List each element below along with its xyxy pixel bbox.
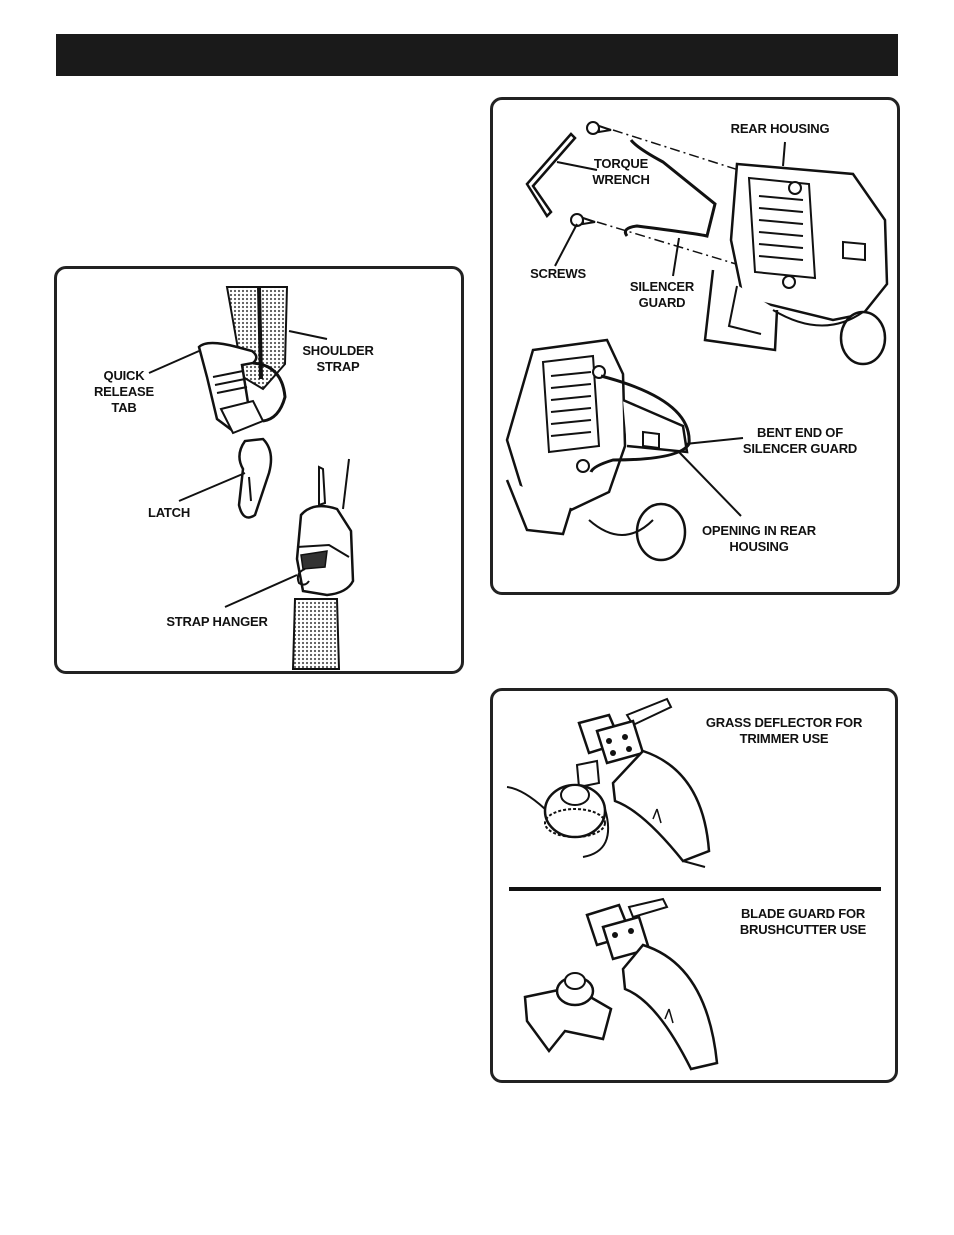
silencer-guard-label: SILENCER GUARD (629, 279, 695, 310)
opening-label: OPENING IN REAR HOUSING (701, 523, 816, 554)
trimmer-shaft (291, 598, 341, 670)
bent-end-label: BENT END OF SILENCER GUARD (742, 425, 858, 456)
blade-guard-label: BLADE GUARD FOR BRUSHCUTTER USE (739, 906, 867, 937)
guard-illustration (506, 697, 881, 1071)
strap-hanger-label: STRAP HANGER (166, 614, 268, 629)
figure-divider (509, 887, 881, 891)
grass-deflector-shape (611, 749, 711, 863)
torque-wrench-shape (525, 132, 577, 218)
silencer-guard-wire (623, 139, 717, 238)
screw-top (586, 121, 612, 135)
blade-guard-shape (621, 943, 719, 1071)
strap-illustration (148, 286, 355, 670)
shoulder-strap-label: SHOULDER STRAP (302, 343, 374, 374)
engine-illustration (505, 121, 889, 562)
strap-figure: QUICK RELEASE TAB SHOULDER STRAP LATCH S… (54, 266, 464, 674)
grass-deflector-label: GRASS DEFLECTOR FOR TRIMMER USE (705, 715, 863, 746)
screw-bottom (570, 213, 596, 227)
quick-release-tab-label: QUICK RELEASE TAB (93, 368, 154, 415)
page-header-bar (56, 34, 898, 76)
strap-hanger-housing (295, 504, 355, 597)
silencer-guard-figure: REAR HOUSING TORQUE WRENCH SCREWS SILENC… (490, 97, 900, 595)
torque-wrench-label: TORQUE WRENCH (592, 156, 650, 187)
screws-label: SCREWS (530, 266, 586, 281)
guard-figure: GRASS DEFLECTOR FOR TRIMMER USE BLADE GU… (490, 688, 898, 1083)
rear-housing-label: REAR HOUSING (730, 121, 830, 136)
latch-shape (237, 437, 273, 519)
latch-label: LATCH (147, 505, 191, 520)
